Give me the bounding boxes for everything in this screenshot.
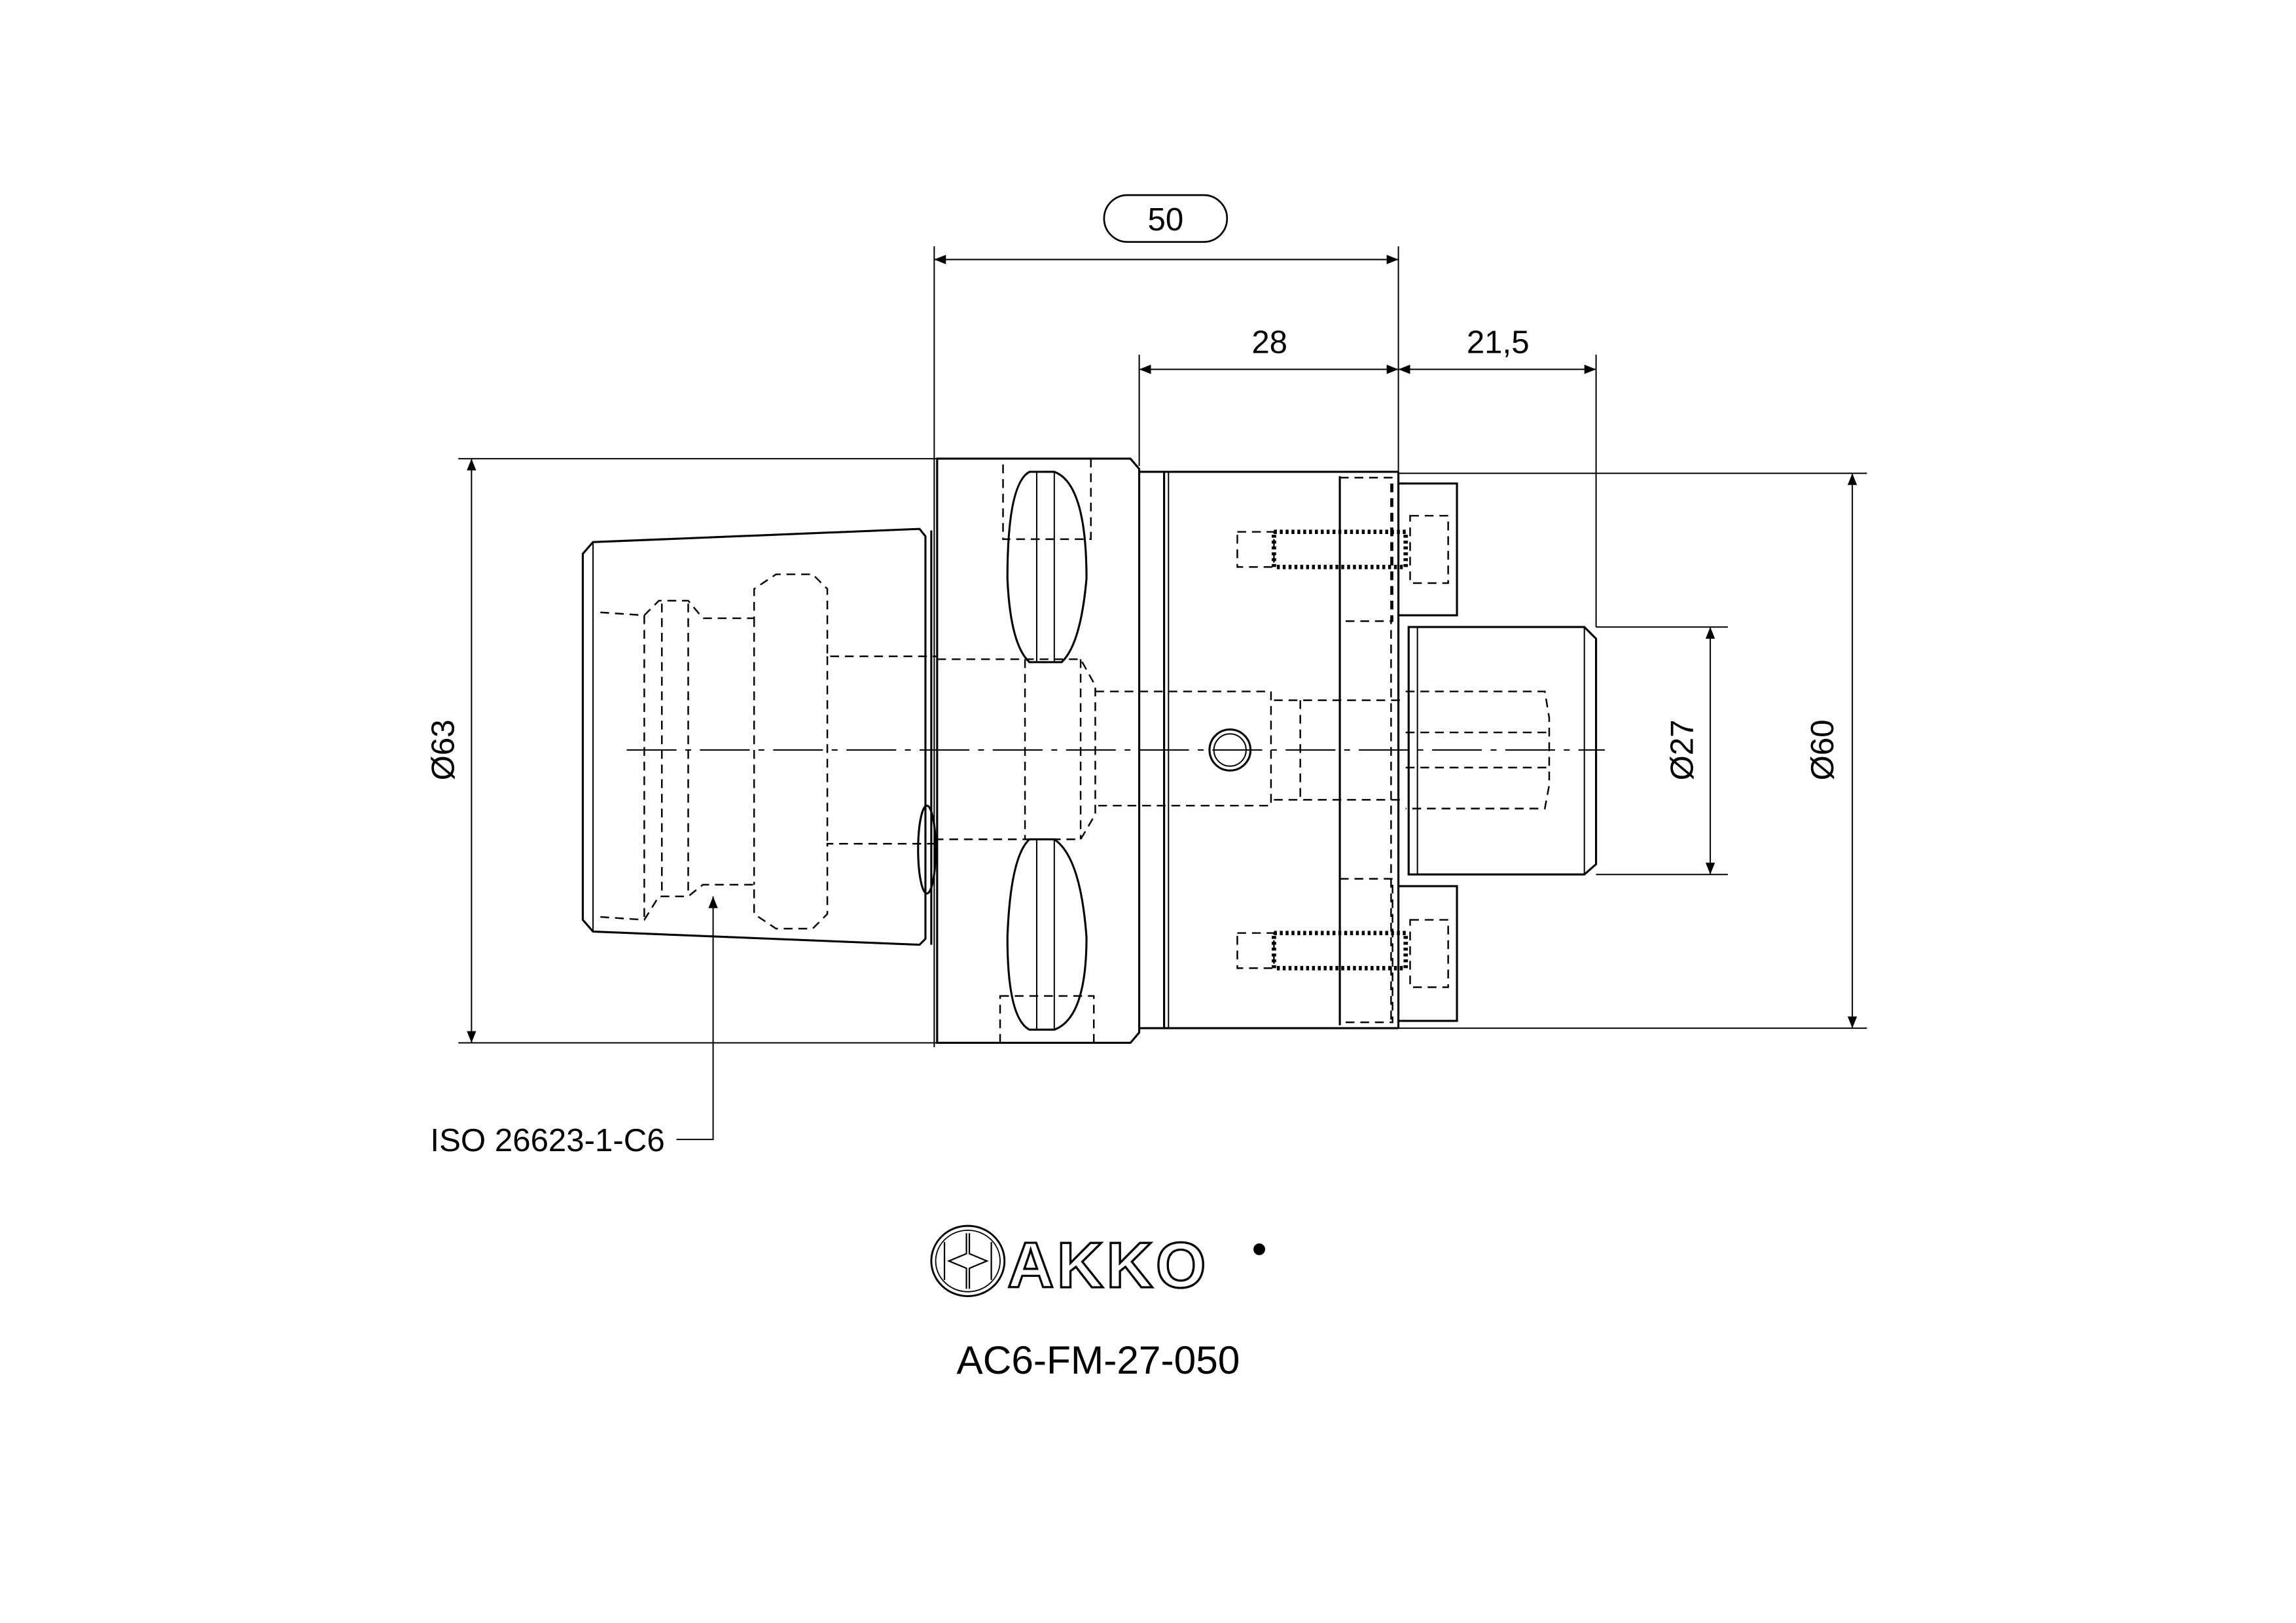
flange [936,457,1141,1044]
dim-50-label: 50 [1147,202,1183,238]
dim-50-box [1103,194,1229,243]
capto-taper [581,527,937,946]
dim-d63-label: Ø63 [425,720,461,781]
dim-d60-label: Ø60 [1804,720,1840,781]
registered-mark-icon [1253,1243,1265,1255]
body [1095,471,1458,1029]
dim-28-label: 28 [1251,325,1287,361]
extension-lines [458,246,1867,1048]
dim-21-5-label: 21,5 [1467,325,1530,361]
part-number: AC6-FM-27-050 [956,1338,1240,1382]
shank [1405,626,1598,876]
hole [1208,728,1252,772]
akko-logo: AKKO [930,1224,1265,1302]
logo-wordmark: AKKO [1007,1229,1209,1301]
logo-emblem-icon [930,1224,1006,1297]
dim-d27-label: Ø27 [1664,720,1700,781]
callout-leader [676,896,718,1141]
callout-iso-label: ISO 26623-1-C6 [430,1122,664,1158]
